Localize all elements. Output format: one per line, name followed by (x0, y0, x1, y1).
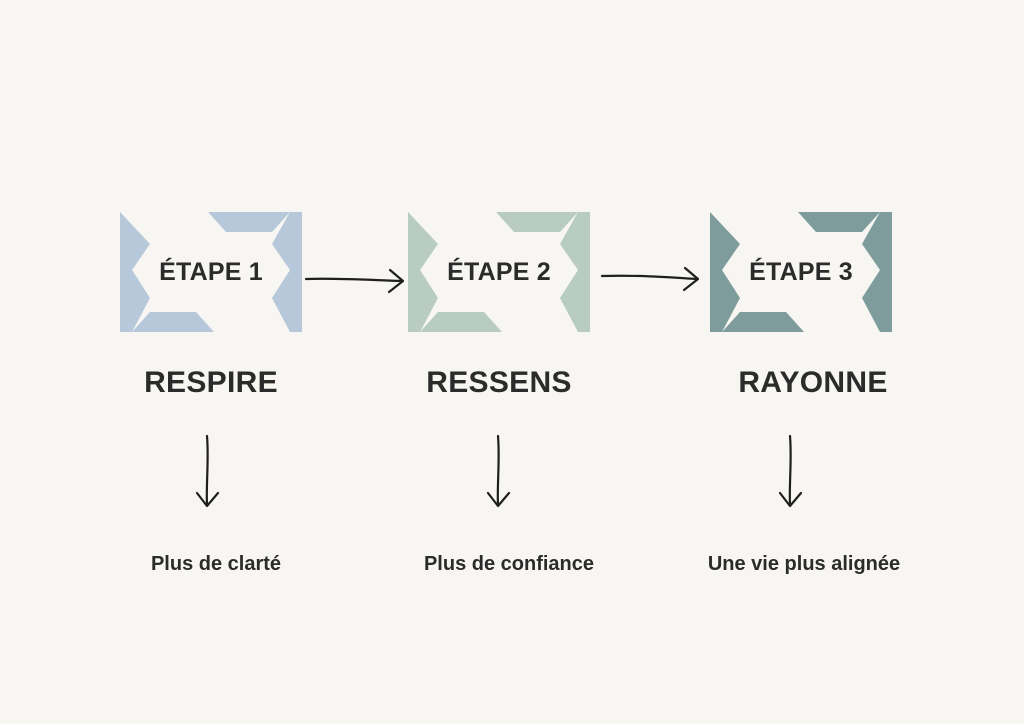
step-2-frame (408, 212, 590, 332)
step-2-label: ÉTAPE 2 (447, 257, 551, 286)
step-3-box: ÉTAPE 3 (710, 212, 892, 332)
step-3-frame-left (710, 212, 740, 332)
step-2-frame-left (408, 212, 438, 332)
step-2-frame-bottom (420, 312, 502, 332)
arrow-right-icon (600, 266, 700, 292)
step-2-frame-right (560, 212, 590, 332)
step-1-frame (120, 212, 302, 332)
step-3-label: ÉTAPE 3 (749, 257, 853, 286)
step-2-title: RESSENS (426, 366, 572, 399)
step-2-result: Plus de confiance (423, 553, 595, 575)
arrow-right-icon (304, 268, 405, 294)
step-3-result: Une vie plus alignée (707, 553, 901, 575)
step-2-frame-top (496, 212, 578, 232)
step-3-title: RAYONNE (738, 366, 888, 399)
step-1-box: ÉTAPE 1 (120, 212, 302, 332)
step-1-frame-bottom (132, 312, 214, 332)
step-2-box: ÉTAPE 2 (408, 212, 590, 332)
step-1-frame-top (208, 212, 290, 232)
step-1-label: ÉTAPE 1 (159, 257, 263, 286)
step-3-frame (710, 212, 892, 332)
arrow-down-icon (778, 434, 803, 508)
step-1-title: RESPIRE (144, 366, 278, 399)
step-1-frame-left (120, 212, 150, 332)
step-3-frame-top (798, 212, 880, 232)
arrow-down-icon (486, 434, 511, 508)
step-3-frame-bottom (722, 312, 804, 332)
step-1-result: Plus de clarté (150, 553, 282, 575)
step-1-frame-right (272, 212, 302, 332)
step-3-frame-right (862, 212, 892, 332)
arrow-down-icon (195, 434, 220, 508)
